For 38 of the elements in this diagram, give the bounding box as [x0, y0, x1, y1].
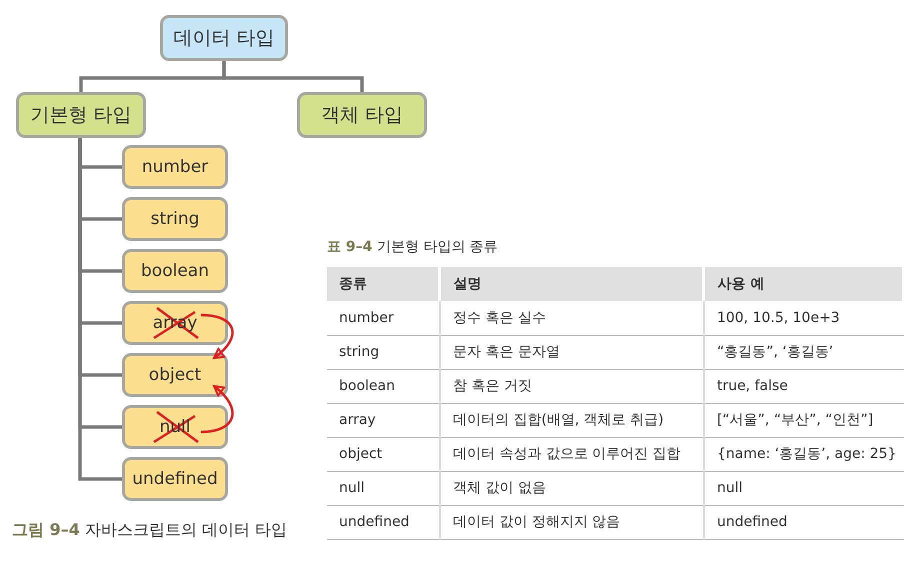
table-cell: object [327, 437, 440, 471]
category-box: 데이터 타입 [160, 15, 288, 61]
category-box: 객체 타입 [297, 92, 427, 138]
header-cell: 종류 [327, 267, 440, 301]
table-title: 표 9–4 기본형 타입의 종류 [327, 238, 498, 256]
table-cell: true, false [704, 369, 904, 403]
hand-drawn-arrow [200, 385, 234, 434]
table-cell: 정수 혹은 실수 [440, 301, 704, 335]
type-box: undefined [122, 457, 228, 501]
table-cell: null [704, 471, 904, 505]
table-cell: array [327, 403, 440, 437]
table-cell: 100, 10.5, 10e+3 [704, 301, 904, 335]
table-cell: boolean [327, 369, 440, 403]
table-cell: 문자 혹은 문자열 [440, 335, 704, 369]
tree-connector [78, 138, 122, 481]
header-cell: 사용 예 [704, 267, 904, 301]
table-cell: undefined [704, 505, 904, 539]
header-cell: 설명 [440, 267, 704, 301]
table-cell: “홍길동”, ‘홍길동’ [704, 335, 904, 369]
tree-connector [222, 61, 364, 92]
table-cell: 데이터의 집합(배열, 객체로 취급) [440, 403, 704, 437]
table-cell: number [327, 301, 440, 335]
type-box: boolean [122, 249, 228, 293]
table-cell: 객체 값이 없음 [440, 471, 704, 505]
table-cell: 데이터 값이 정해지지 않음 [440, 505, 704, 539]
type-box: object [122, 353, 228, 397]
table-cell: undefined [327, 505, 440, 539]
type-box: number [122, 145, 228, 189]
type-box: string [122, 197, 228, 241]
table-cell: [“서울”, “부산”, “인천”] [704, 403, 904, 437]
figure-caption: 그림 9–4 자바스크립트의 데이터 타입 [12, 520, 288, 541]
hand-drawn-arrow [200, 314, 234, 359]
table-cell: string [327, 335, 440, 369]
table-cell: 데이터 속성과 값으로 이루어진 집합 [440, 437, 704, 471]
table-cell: null [327, 471, 440, 505]
category-box: 기본형 타입 [16, 92, 146, 138]
table-cell: {name: ‘홍길동’, age: 25} [704, 437, 904, 471]
table-cell: 참 혹은 거짓 [440, 369, 704, 403]
